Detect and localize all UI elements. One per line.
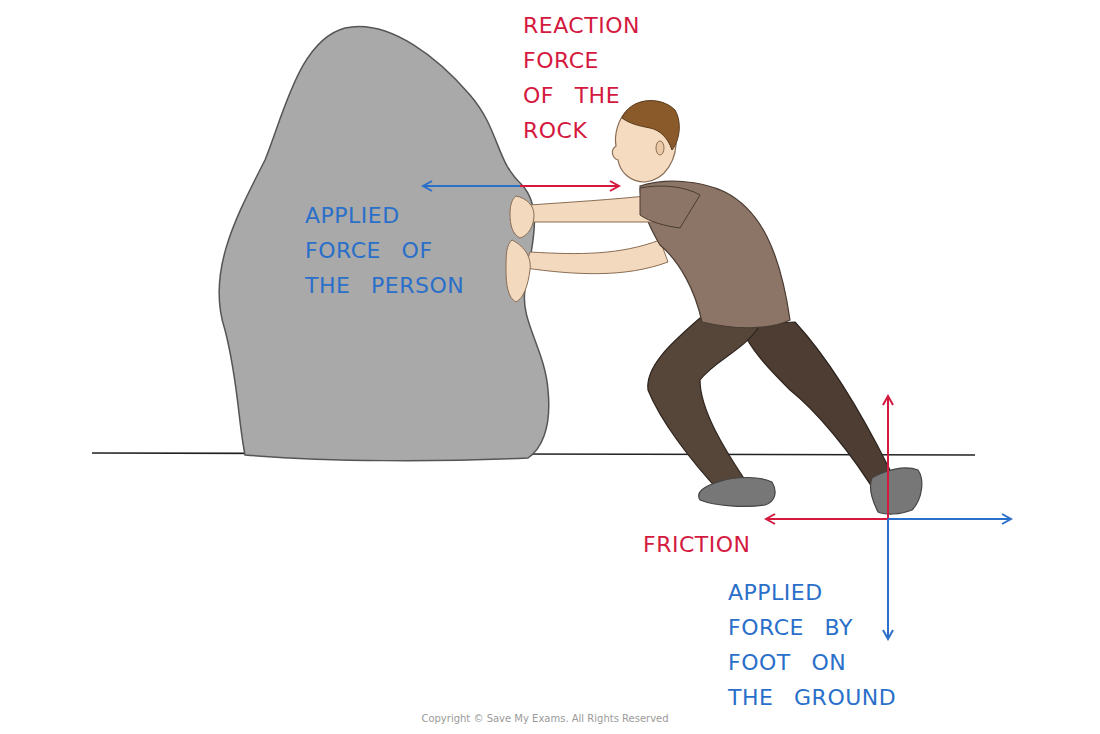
hand (510, 196, 534, 238)
hair (622, 101, 679, 150)
force-label: APPLIED FORCE BY FOOT ON THE GROUND (728, 575, 908, 715)
force-arrow (423, 185, 520, 187)
force-label: REACTION FORCE OF THE ROCK (523, 8, 647, 148)
arm (525, 240, 668, 274)
force-arrow (887, 396, 889, 519)
shoe (699, 478, 775, 507)
hand (506, 240, 530, 302)
rock (219, 27, 549, 461)
front-leg (648, 318, 760, 492)
force-arrow (888, 518, 1011, 520)
force-arrow (520, 185, 619, 187)
force-label: FRICTION (643, 527, 773, 562)
force-label: APPLIED FORCE OF THE PERSON (305, 198, 477, 303)
force-arrow (766, 518, 888, 520)
ear (656, 141, 664, 155)
shoe (870, 468, 921, 514)
sleeve (640, 186, 700, 228)
shirt (640, 181, 790, 328)
copyright-note: Copyright © Save My Exams. All Rights Re… (420, 712, 670, 726)
force-arrow (887, 519, 889, 639)
